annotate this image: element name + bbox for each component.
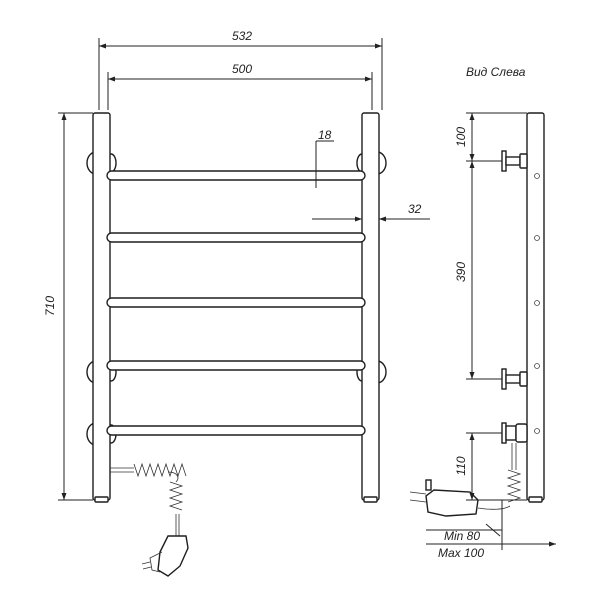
dim-wall-distance: Min 80 Max 100 bbox=[426, 500, 556, 560]
side-wall-mount-bottom bbox=[501, 368, 528, 390]
dim-overall-width: 532 bbox=[98, 29, 383, 110]
side-wall-mount-top bbox=[501, 150, 528, 172]
dim-710-label: 710 bbox=[43, 296, 57, 316]
dim-390-label: 390 bbox=[454, 262, 468, 282]
dim-total-height: 710 bbox=[43, 112, 93, 501]
dim-110-label: 110 bbox=[454, 456, 468, 475]
side-post bbox=[526, 112, 545, 501]
dim-bottom-offset: 110 bbox=[454, 432, 527, 501]
crossbar bbox=[106, 232, 366, 243]
power-cord bbox=[110, 462, 187, 536]
crossbar bbox=[106, 297, 366, 308]
crossbar bbox=[106, 425, 366, 436]
power-plug bbox=[141, 535, 189, 577]
dim-top-offset: 100 bbox=[454, 112, 527, 162]
dim-32-label: 32 bbox=[408, 202, 422, 216]
dim-100-label: 100 bbox=[454, 127, 468, 147]
dim-18-label: 18 bbox=[318, 128, 332, 142]
dim-mount-spacing: 390 bbox=[454, 161, 502, 380]
side-view: Вид Слева bbox=[409, 65, 556, 560]
dim-532-label: 532 bbox=[232, 29, 252, 43]
dim-max-label: Max 100 bbox=[438, 546, 484, 560]
dim-min-label: Min 80 bbox=[444, 529, 480, 543]
dim-post-diameter: 32 bbox=[312, 180, 430, 224]
left-post bbox=[92, 112, 111, 501]
front-view: 532 500 710 18 bbox=[43, 29, 430, 577]
crossbar-holes bbox=[534, 173, 540, 434]
side-view-title: Вид Слева bbox=[466, 65, 526, 79]
crossbar bbox=[106, 360, 366, 371]
dim-rail-spacing: 500 bbox=[107, 62, 373, 110]
side-power-plug bbox=[409, 479, 479, 517]
right-post bbox=[361, 112, 380, 501]
dim-500-label: 500 bbox=[232, 62, 252, 76]
crossbars bbox=[106, 170, 366, 436]
side-wall-mount-heater bbox=[501, 422, 528, 444]
side-power-cord bbox=[477, 443, 522, 510]
crossbar bbox=[106, 170, 366, 181]
dim-bar-diameter: 18 bbox=[310, 128, 334, 188]
